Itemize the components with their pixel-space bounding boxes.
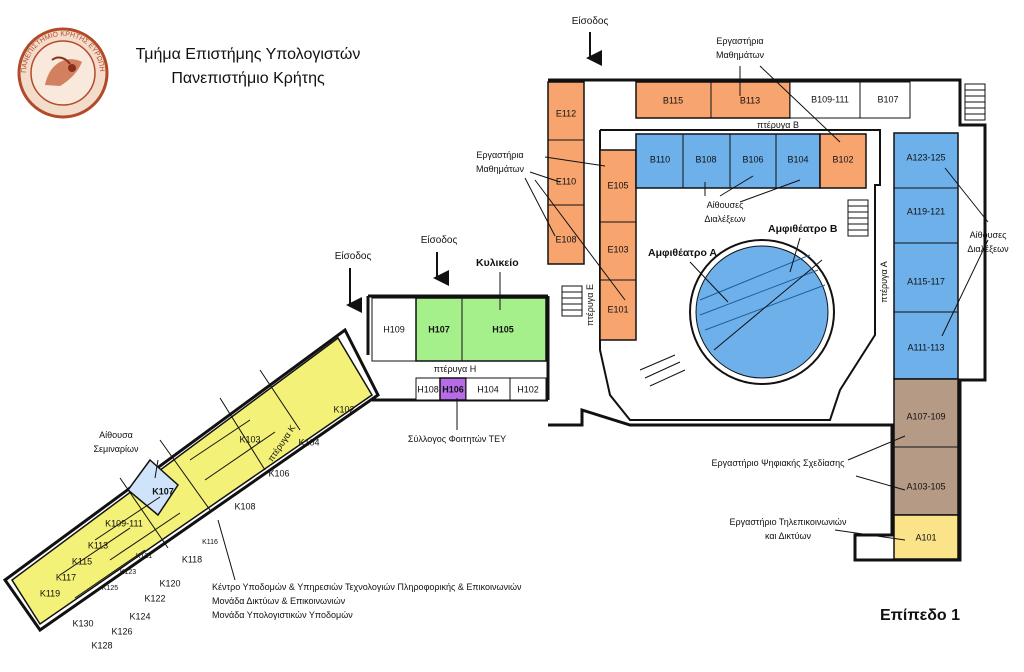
room-k115: K115 <box>72 556 92 566</box>
room-b115: B115 <box>663 95 683 105</box>
room-k109-111: K109-111 <box>105 518 143 528</box>
room-a123-125: A123-125 <box>906 152 945 162</box>
entrance-top-label: Είσοδος <box>572 15 609 27</box>
room-b102: B102 <box>832 154 853 164</box>
room-a119-121: A119-121 <box>907 206 945 216</box>
room-k125: K125 <box>102 585 118 592</box>
page-title-line1: Τμήμα Επιστήμης Υπολογιστών <box>135 46 361 63</box>
room-k116: K116 <box>202 539 218 546</box>
page-title-line2: Πανεπιστήμιο Κρήτης <box>171 70 325 87</box>
room-b106: B106 <box>742 154 763 164</box>
amphitheatres: Αμφιθέατρο Α Αμφιθέατρο Β <box>648 223 838 385</box>
room-e105: E105 <box>607 180 628 190</box>
room-b107: B107 <box>877 94 898 104</box>
telecom-lab-line2: και Δικτύων <box>765 531 812 541</box>
wing-h-label: πτέρυγα Η <box>434 364 477 374</box>
room-k104: K104 <box>298 437 319 447</box>
room-b104: B104 <box>787 154 808 164</box>
room-k108: K108 <box>234 501 255 511</box>
student-union-label: Σύλλογος Φοιτητών ΤΕΥ <box>408 434 506 444</box>
ict-center-line2: Μονάδα Δικτύων & Επικοινωνιών <box>212 596 346 606</box>
room-k130: K130 <box>72 618 93 628</box>
room-e108: E108 <box>555 234 576 244</box>
wing-b: B115 B113 B109-111 B107 πτέρυγα Β B110 B… <box>635 81 911 189</box>
telecom-lab-line1: Εργαστήριο Τηλεπικοινωνιών <box>730 517 847 527</box>
room-k118: K118 <box>182 554 202 564</box>
room-b109-111: B109-111 <box>811 94 849 104</box>
room-e101: E101 <box>607 304 628 314</box>
room-h106: H106 <box>442 384 464 394</box>
room-a101: A101 <box>915 532 936 542</box>
lecture-halls-mid-line1: Αίθουσες <box>707 200 745 210</box>
wing-e-label: πτέρυγα Ε <box>585 284 595 326</box>
room-k123: K123 <box>120 569 136 576</box>
stairs-icon <box>561 83 986 387</box>
room-b110: B110 <box>650 154 670 164</box>
room-h107: H107 <box>428 324 450 334</box>
university-seal-icon: ΠΑΝΕΠΙΣΤΗΜΙΟ ΚΡΗΤΗΣ ΕΥΡΩΠΗ <box>17 27 109 119</box>
room-a111-113: A111-113 <box>907 342 944 352</box>
callouts <box>154 65 989 581</box>
room-a115-117: A115-117 <box>907 276 945 286</box>
room-k128: K128 <box>91 640 112 650</box>
room-k122: K122 <box>144 593 165 603</box>
wing-b-label: πτέρυγα Β <box>757 120 799 130</box>
room-h102: H102 <box>517 384 539 394</box>
room-a107-109: A107-109 <box>906 411 945 421</box>
room-k103: K103 <box>239 434 260 444</box>
room-h105: H105 <box>492 324 514 334</box>
level-label: Επίπεδο 1 <box>880 607 961 624</box>
wing-k: K102 K103 K104 K106 K107 K108 K109-111 K… <box>10 336 374 650</box>
lecture-halls-mid-line2: Διαλέξεων <box>704 214 746 224</box>
lecture-halls-right-line1: Αίθουσες <box>970 230 1008 240</box>
math-labs-left-line2: Μαθημάτων <box>476 164 525 174</box>
callout-texts: Εργαστήρια Μαθημάτων Εργαστήρια Μαθημάτω… <box>93 36 1009 620</box>
math-labs-left-line1: Εργαστήρια <box>476 150 523 160</box>
room-k117: K117 <box>56 572 76 582</box>
kyliko-label: Κυλικείο <box>476 257 519 269</box>
entrance-left-label: Είσοδος <box>335 250 372 262</box>
room-k121: K121 <box>136 553 152 560</box>
room-k102: K102 <box>333 404 354 414</box>
room-e112: E112 <box>556 108 576 118</box>
room-k106: K106 <box>268 468 289 478</box>
room-k119: K119 <box>40 588 60 598</box>
wing-e: E112 E110 E108 E105 E103 E101 πτέρυγα Ε <box>547 81 637 341</box>
room-k124: K124 <box>129 611 150 621</box>
math-labs-top-line1: Εργαστήρια <box>716 36 763 46</box>
room-b113: B113 <box>740 95 760 105</box>
math-labs-top-line2: Μαθημάτων <box>716 50 765 60</box>
wing-a-label: πτέρυγα Α <box>879 261 889 303</box>
digital-design-lab-label: Εργαστήριο Ψηφιακής Σχεδίασης <box>712 458 846 468</box>
seminar-room-line1: Αίθουσα <box>99 430 133 440</box>
ict-center-line3: Μονάδα Υπολογιστικών Υποδομών <box>212 610 353 620</box>
room-h108: H108 <box>417 384 439 394</box>
seminar-room-line2: Σεμιναρίων <box>93 444 139 454</box>
ict-center-line1: Κέντρο Υποδομών & Υπηρεσιών Τεχνολογιών … <box>212 582 522 592</box>
room-k107: K107 <box>152 486 174 496</box>
room-k120: K120 <box>159 578 180 588</box>
lecture-halls-right-line2: Διαλέξεων <box>967 244 1009 254</box>
entrances: Είσοδος Είσοδος Είσοδος <box>335 15 609 313</box>
room-h104: H104 <box>477 384 499 394</box>
building-outline <box>2 78 987 633</box>
wing-a: A123-125 A119-121 A115-117 A111-113 A107… <box>879 132 959 560</box>
room-k126: K126 <box>111 626 132 636</box>
room-e103: E103 <box>607 244 628 254</box>
amphitheatre-a-label: Αμφιθέατρο Α <box>648 247 717 259</box>
entrance-mid-label: Είσοδος <box>421 234 458 246</box>
wing-h: H109 H107 H105 πτέρυγα Η H108 H106 H104 … <box>371 297 547 401</box>
amphitheatre-b-label: Αμφιθέατρο Β <box>768 223 838 235</box>
room-b108: B108 <box>695 154 716 164</box>
room-e110: E110 <box>556 176 576 186</box>
room-h109: H109 <box>383 324 405 334</box>
room-k113: K113 <box>88 540 108 550</box>
room-a103-105: A103-105 <box>906 481 945 491</box>
